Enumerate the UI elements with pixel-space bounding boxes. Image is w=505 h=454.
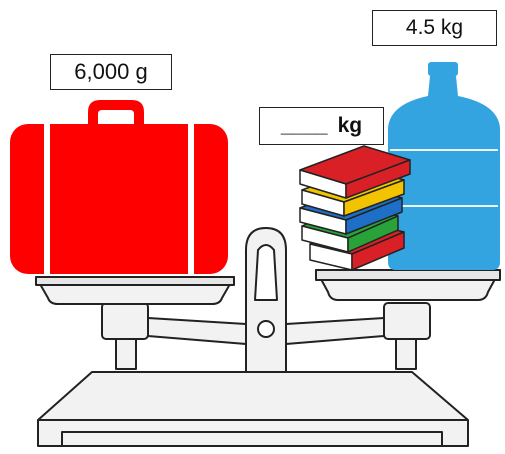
balance-scale-icon	[35, 227, 501, 447]
books-weight-label: ____ kg	[259, 107, 384, 145]
books-weight-unit: kg	[337, 114, 363, 137]
suitcase-weight-label: 6,000 g	[50, 54, 172, 90]
jug-weight-label: 4.5 kg	[372, 10, 497, 46]
suitcase-icon	[10, 100, 228, 274]
books-weight-blank: ____	[280, 114, 328, 137]
books-icon	[299, 145, 411, 271]
jug-weight-text: 4.5 kg	[405, 16, 464, 39]
water-jug-icon	[388, 62, 500, 270]
suitcase-weight-text: 6,000 g	[74, 59, 148, 84]
